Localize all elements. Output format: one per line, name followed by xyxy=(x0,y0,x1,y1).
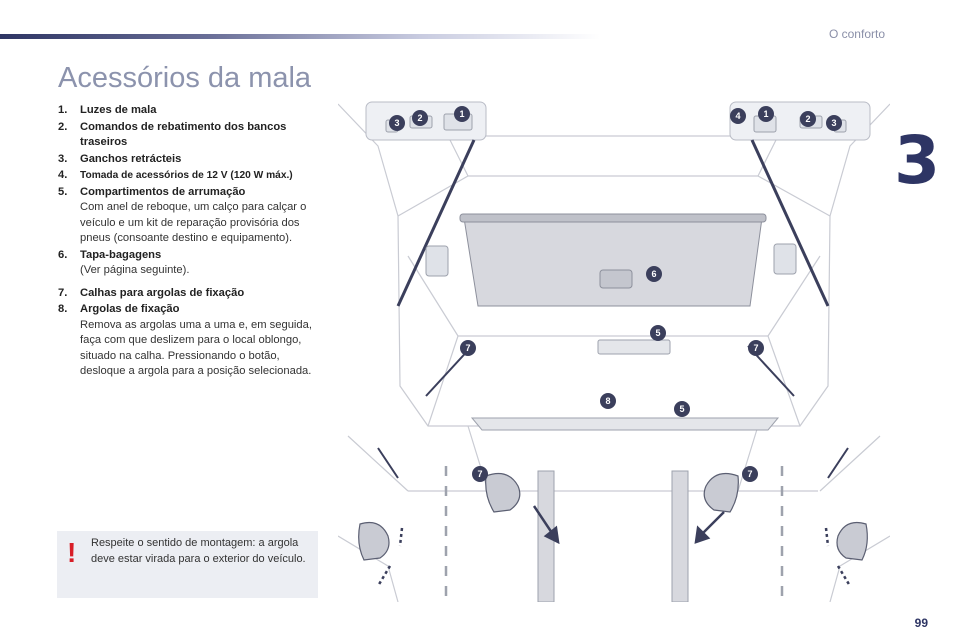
list-item: 7. Calhas para argolas de fixação xyxy=(58,286,320,302)
item-title: Comandos de rebatimento dos bancos trase… xyxy=(80,120,287,149)
item-number: 4. xyxy=(58,169,68,181)
callout-markers: 3 2 1 4 1 2 3 6 5 7 7 8 5 7 7 xyxy=(389,106,842,482)
page-number: 99 xyxy=(914,616,928,630)
callout-1: 1 xyxy=(763,109,768,119)
item-number: 7. xyxy=(58,286,68,299)
callout-7: 7 xyxy=(477,469,482,479)
item-title: Tapa-bagagens xyxy=(80,248,162,261)
item-number: 2. xyxy=(58,120,68,133)
item-title: Tomada de acessórios de 12 V (120 W máx.… xyxy=(80,170,293,181)
callout-7: 7 xyxy=(747,469,752,479)
callout-1: 1 xyxy=(459,109,464,119)
item-description: Com anel de reboque, um calço para calça… xyxy=(80,201,307,244)
list-item: 3. Ganchos retrácteis xyxy=(58,152,320,168)
item-description: (Ver página seguinte). xyxy=(80,264,190,276)
item-description: Remova as argolas uma a uma e, em seguid… xyxy=(80,318,312,378)
item-number: 3. xyxy=(58,152,68,165)
list-item: 4. Tomada de acessórios de 12 V (120 W m… xyxy=(58,168,320,184)
callout-5: 5 xyxy=(679,404,684,414)
warning-box: ! Respeite o sentido de montagem: a argo… xyxy=(57,531,318,598)
item-title: Argolas de fixação xyxy=(80,303,180,315)
callout-7: 7 xyxy=(465,343,470,353)
anchoring-rings xyxy=(358,473,868,561)
upper-right-panel xyxy=(729,101,871,141)
item-title: Luzes de mala xyxy=(80,104,157,116)
item-number: 8. xyxy=(58,303,68,315)
list-item: 2. Comandos de rebatimento dos bancos tr… xyxy=(58,120,320,151)
header-bar xyxy=(0,34,600,39)
exclamation-icon: ! xyxy=(67,537,77,568)
callout-3: 3 xyxy=(831,118,836,128)
list-item: 5. Compartimentos de arrumação Com anel … xyxy=(58,185,320,247)
item-title: Ganchos retrácteis xyxy=(80,152,182,165)
callout-2: 2 xyxy=(417,113,422,123)
trunk-illustration: 3 2 1 4 1 2 3 6 5 7 7 8 5 7 7 xyxy=(338,101,890,602)
chapter-number: 3 xyxy=(894,122,940,199)
warning-text: Respeite o sentido de montagem: a argola… xyxy=(91,537,306,565)
list-item: 8. Argolas de fixação Remova as argolas … xyxy=(58,302,320,380)
items-list: 1. Luzes de mala 2. Comandos de rebatime… xyxy=(58,103,320,381)
callout-8: 8 xyxy=(605,396,610,406)
page-title: Acessórios da mala xyxy=(58,62,312,94)
list-item: 1. Luzes de mala xyxy=(58,103,320,119)
callout-5: 5 xyxy=(655,328,660,338)
item-number: 1. xyxy=(58,104,68,116)
callout-2: 2 xyxy=(805,114,810,124)
callout-6: 6 xyxy=(651,269,656,279)
item-title: Compartimentos de arrumação xyxy=(80,185,246,198)
item-number: 6. xyxy=(58,248,68,261)
item-title: Calhas para argolas de fixação xyxy=(80,286,245,299)
luggage-cover xyxy=(459,213,767,307)
callout-3: 3 xyxy=(394,118,399,128)
section-label: O conforto xyxy=(828,27,885,41)
callout-7: 7 xyxy=(753,343,758,353)
item-number: 5. xyxy=(58,185,68,198)
callout-4: 4 xyxy=(735,111,740,121)
list-item: 6. Tapa-bagagens (Ver página seguinte). xyxy=(58,248,320,279)
